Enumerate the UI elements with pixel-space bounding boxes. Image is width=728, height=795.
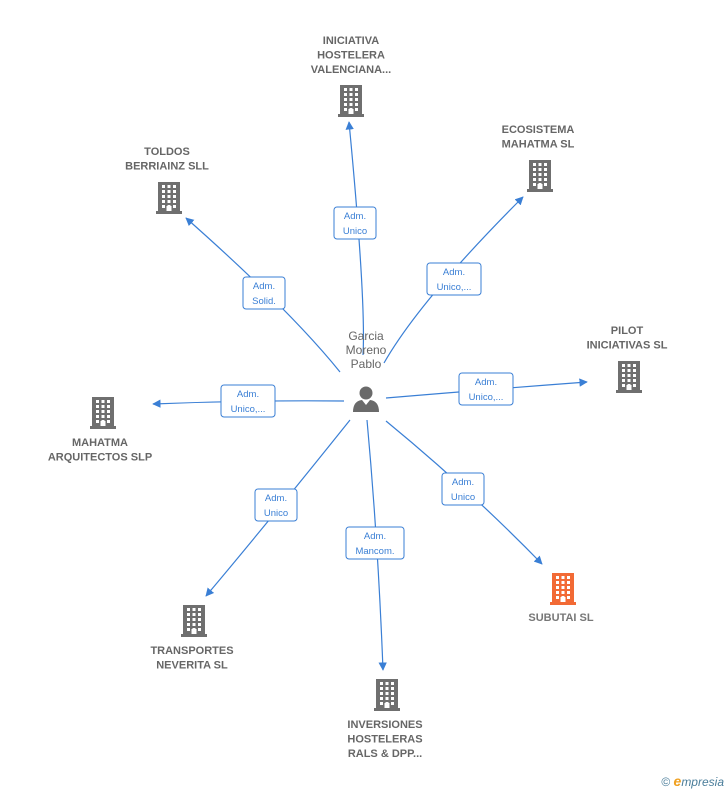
company-label-subutai[interactable]: SUBUTAI SL <box>528 612 593 624</box>
role-badge-ecosistema[interactable]: Adm. Unico,... <box>426 262 482 296</box>
company-label-iniciativa[interactable]: INICIATIVA <box>323 35 379 47</box>
building-icon-iniciativa[interactable] <box>338 85 364 117</box>
role-text: Unico <box>451 492 475 503</box>
edge-iniciativa <box>345 121 365 356</box>
role-text: Unico,... <box>231 404 266 415</box>
brand-rest: mpresia <box>681 775 724 789</box>
role-text: Adm. <box>344 211 366 222</box>
building-icon-ecosistema[interactable] <box>527 160 553 192</box>
role-text: Adm. <box>364 531 386 542</box>
person-name[interactable]: Moreno <box>346 343 387 357</box>
building-icon-inversiones[interactable] <box>374 679 400 711</box>
role-text: Adm. <box>253 281 275 292</box>
role-text: Solid. <box>252 296 276 307</box>
building-icon-pilot[interactable] <box>616 361 642 393</box>
role-text: Unico,... <box>437 282 472 293</box>
company-label-toldos[interactable]: BERRIAINZ SLL <box>125 161 209 173</box>
company-label-mahatma-arq[interactable]: ARQUITECTOS SLP <box>48 452 152 464</box>
company-label-ecosistema[interactable]: MAHATMA SL <box>502 139 575 151</box>
role-badge-toldos[interactable]: Adm. Solid. <box>242 276 286 310</box>
company-label-ecosistema[interactable]: ECOSISTEMA <box>502 124 575 136</box>
building-icon-transportes[interactable] <box>181 605 207 637</box>
role-badge-transportes[interactable]: Adm. Unico <box>254 488 298 522</box>
role-text: Adm. <box>237 389 259 400</box>
building-icon-subutai[interactable] <box>550 573 576 605</box>
role-text: Unico,... <box>469 392 504 403</box>
role-text: Adm. <box>265 493 287 504</box>
company-label-pilot[interactable]: PILOT <box>611 325 644 337</box>
role-text: Mancom. <box>355 546 394 557</box>
company-label-inversiones[interactable]: HOSTELERAS <box>347 734 422 746</box>
building-icon-mahatma-arq[interactable] <box>90 397 116 429</box>
role-text: Unico <box>264 508 288 519</box>
role-text: Adm. <box>475 377 497 388</box>
company-label-iniciativa[interactable]: VALENCIANA... <box>311 64 391 76</box>
role-badge-pilot[interactable]: Adm. Unico,... <box>458 372 514 406</box>
empresia-watermark: © empresia <box>661 773 724 789</box>
person-name[interactable]: Pablo <box>351 357 382 371</box>
company-label-toldos[interactable]: TOLDOS <box>144 146 190 158</box>
company-label-inversiones[interactable]: RALS & DPP... <box>348 748 422 760</box>
company-label-iniciativa[interactable]: HOSTELERA <box>317 50 385 62</box>
company-label-inversiones[interactable]: INVERSIONES <box>347 719 422 731</box>
person-icon[interactable] <box>353 386 379 413</box>
role-text: Adm. <box>443 267 465 278</box>
role-text: Unico <box>343 226 367 237</box>
role-badge-iniciativa[interactable]: Adm. Unico <box>333 206 377 240</box>
copyright-symbol: © <box>661 775 671 789</box>
role-badge-subutai[interactable]: Adm. Unico <box>441 472 485 506</box>
company-label-transportes[interactable]: TRANSPORTES <box>150 645 233 657</box>
brand-e: e <box>673 773 682 789</box>
company-label-transportes[interactable]: NEVERITA SL <box>156 660 228 672</box>
role-badge-inversiones[interactable]: Adm. Mancom. <box>345 526 405 560</box>
company-label-mahatma-arq[interactable]: MAHATMA <box>72 437 128 449</box>
building-icon-toldos[interactable] <box>156 182 182 214</box>
role-text: Adm. <box>452 477 474 488</box>
role-badge-mahatma-arq[interactable]: Adm. Unico,... <box>220 384 276 418</box>
company-label-pilot[interactable]: INICIATIVAS SL <box>587 340 668 352</box>
person-name[interactable]: Garcia <box>348 329 384 343</box>
